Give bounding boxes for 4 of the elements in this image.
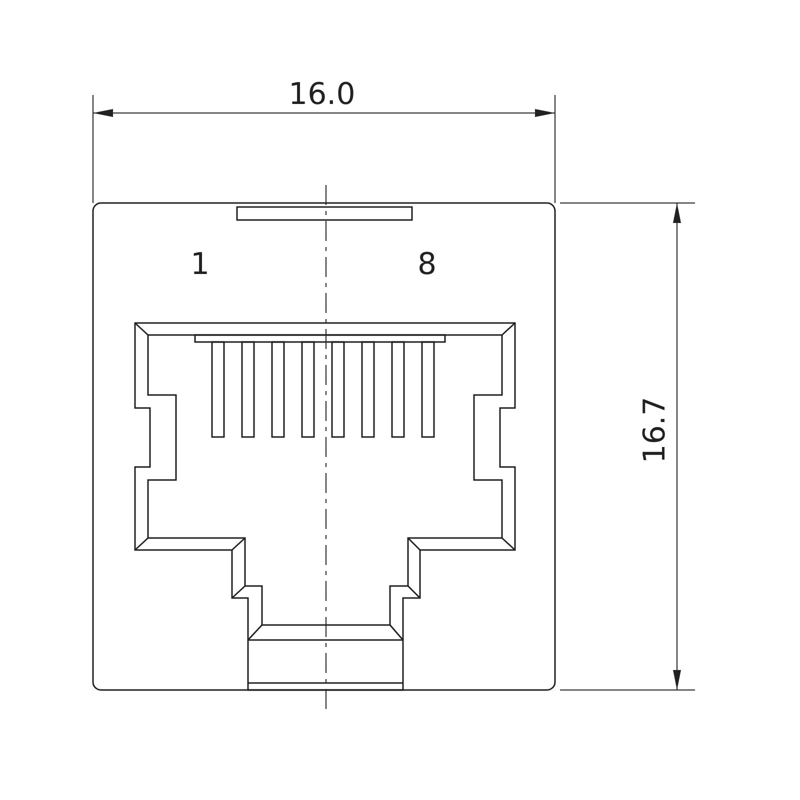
dimension-value: 16.0: [288, 80, 356, 110]
pin-number: 8: [418, 250, 437, 280]
pin-number: 1: [190, 250, 210, 280]
dimension-value: 16.7: [640, 396, 670, 464]
